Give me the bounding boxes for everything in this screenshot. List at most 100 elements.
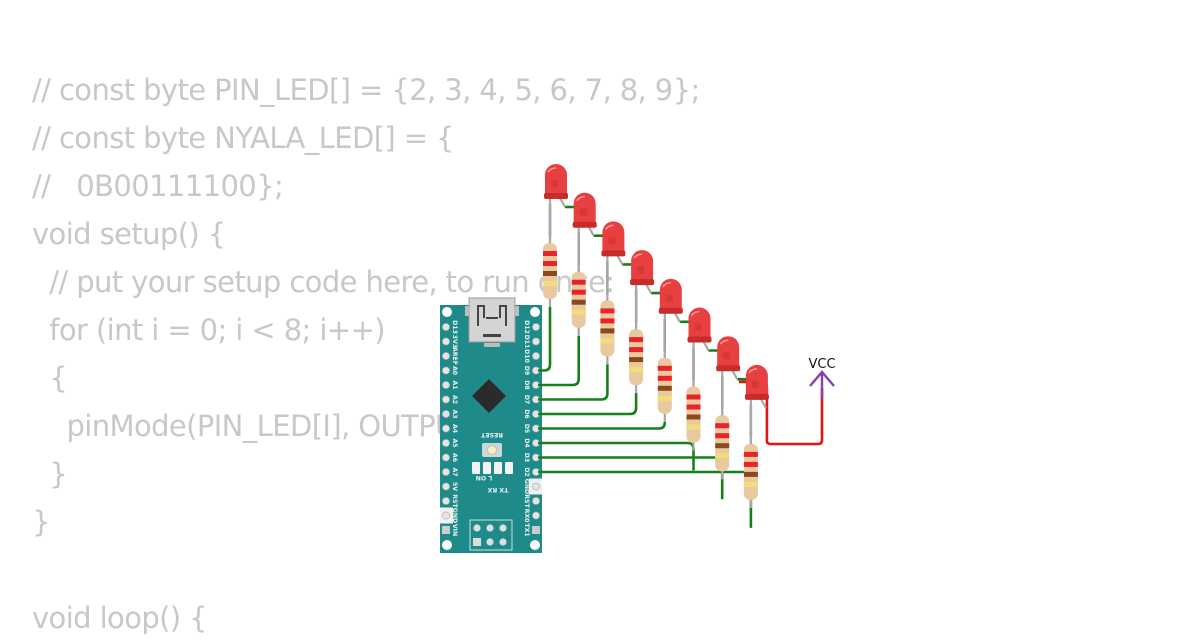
pin-a4 bbox=[442, 424, 450, 433]
led-leg bbox=[759, 398, 767, 409]
code-line: // 0B00111100}; bbox=[32, 169, 284, 203]
pin-label: D9 bbox=[523, 366, 530, 375]
icsp-pin bbox=[499, 524, 507, 532]
icsp-header bbox=[469, 519, 513, 551]
led-rim bbox=[687, 336, 712, 343]
pin-label: D12 bbox=[523, 320, 530, 334]
resistor-band bbox=[743, 481, 758, 487]
mounting-hole bbox=[530, 307, 540, 317]
code-line: } bbox=[32, 505, 50, 539]
icsp-pin bbox=[473, 538, 481, 546]
pin-d12 bbox=[532, 323, 540, 331]
resistor-band bbox=[543, 271, 557, 276]
pin-a5 bbox=[442, 439, 450, 447]
resistor-band bbox=[715, 423, 730, 429]
resistor-band bbox=[715, 453, 730, 459]
mounting-hole bbox=[530, 540, 540, 550]
resistor-band bbox=[715, 433, 730, 439]
icsp-pin bbox=[486, 524, 494, 532]
icsp-pin bbox=[473, 524, 481, 532]
pin-label: AREF bbox=[451, 347, 458, 365]
resistor-band bbox=[571, 279, 586, 285]
led-d4 bbox=[687, 307, 712, 387]
pin-gnd bbox=[442, 511, 450, 520]
resistor-band bbox=[629, 347, 644, 353]
code-line: // const byte PIN_LED[] = {2, 3, 4, 5, 6… bbox=[32, 73, 700, 107]
pin-a2 bbox=[442, 395, 450, 404]
resistor-band bbox=[600, 318, 615, 324]
pin-label: D4 bbox=[523, 438, 530, 448]
resistor-band bbox=[543, 281, 557, 286]
resistor-band bbox=[686, 404, 701, 410]
signal-wire-d6 bbox=[538, 393, 638, 416]
code-line: void loop() { bbox=[32, 601, 208, 635]
txrx-label: TX RX bbox=[487, 486, 508, 493]
pin-a6 bbox=[442, 453, 450, 462]
pin-rst bbox=[532, 497, 540, 505]
usb-connector bbox=[465, 297, 519, 347]
pin-label: A6 bbox=[451, 453, 458, 462]
led-rim bbox=[601, 250, 626, 257]
pin-a0 bbox=[442, 366, 450, 375]
pin-label: RX0 bbox=[523, 509, 530, 524]
signal-wire-d7 bbox=[538, 364, 609, 401]
wires bbox=[538, 204, 824, 528]
pin-label: D3 bbox=[523, 453, 530, 462]
signal-wire-d8 bbox=[538, 335, 580, 387]
resistor-band bbox=[743, 461, 758, 467]
resistor bbox=[657, 353, 672, 422]
pin-label: A2 bbox=[451, 395, 458, 404]
pin-label: A7 bbox=[451, 467, 458, 476]
led-d7 bbox=[601, 221, 626, 301]
resistor-band bbox=[543, 251, 557, 256]
resistor-band bbox=[600, 338, 615, 344]
resistor-band bbox=[571, 309, 586, 315]
resistor-band bbox=[571, 289, 586, 295]
resistor-band bbox=[743, 451, 758, 457]
resistor-band bbox=[600, 328, 615, 334]
led-shine bbox=[719, 339, 729, 345]
pin-label: RST bbox=[523, 494, 530, 508]
pin-tx1 bbox=[532, 526, 540, 534]
resistor-band bbox=[629, 357, 644, 363]
resistor-band bbox=[686, 414, 701, 420]
pin-d11 bbox=[532, 337, 540, 346]
pin-label: A1 bbox=[451, 380, 458, 389]
pin-5v bbox=[442, 482, 450, 491]
icsp-pin bbox=[486, 538, 494, 546]
led-leg bbox=[616, 254, 624, 265]
led-rim bbox=[630, 279, 655, 286]
resistor bbox=[600, 296, 615, 365]
mounting-hole bbox=[442, 307, 452, 317]
code-line: for (int i = 0; i < 8; i++) bbox=[32, 313, 385, 347]
pin-rx0 bbox=[532, 511, 540, 520]
pin-d13 bbox=[442, 323, 450, 331]
led-d8 bbox=[572, 192, 597, 272]
pin-a3 bbox=[442, 410, 450, 418]
led-rim bbox=[744, 393, 769, 400]
led-highlight bbox=[579, 208, 587, 216]
led-leg bbox=[673, 312, 681, 323]
pin-label: D10 bbox=[523, 349, 530, 363]
reset-button bbox=[482, 443, 502, 457]
resistor bbox=[715, 411, 730, 480]
pin-label: VIN bbox=[451, 524, 458, 536]
led-leg bbox=[731, 369, 739, 380]
resistor-band bbox=[715, 443, 730, 449]
pin-label: D7 bbox=[523, 395, 530, 404]
resistor-band bbox=[571, 299, 586, 305]
pin-label: 3V3 bbox=[451, 335, 458, 348]
status-led bbox=[494, 462, 502, 474]
vcc-label: VCC bbox=[808, 357, 835, 372]
resistor-band bbox=[600, 308, 615, 314]
resistor-band bbox=[629, 337, 644, 343]
status-led bbox=[472, 462, 480, 474]
resistor bbox=[686, 382, 701, 451]
led-highlight bbox=[551, 180, 558, 187]
led-rim bbox=[572, 221, 597, 228]
led-shine bbox=[690, 310, 700, 316]
led-shine bbox=[604, 224, 614, 230]
led-highlight bbox=[723, 352, 731, 360]
resistor-band bbox=[743, 471, 758, 477]
status-led bbox=[505, 462, 513, 474]
